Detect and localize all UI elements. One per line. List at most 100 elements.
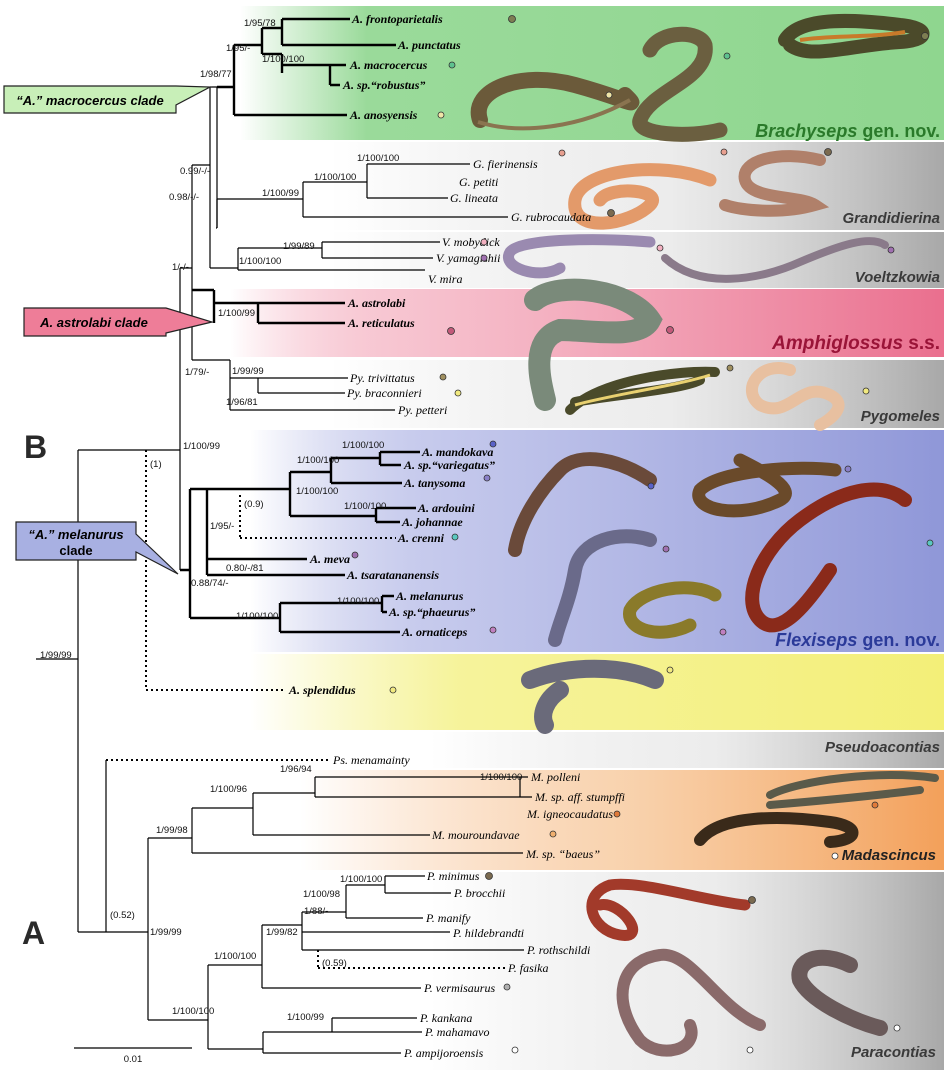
lizard-photo-flexiseps-4 — [623, 581, 722, 639]
lizard-photo-grandidierina-1 — [568, 163, 717, 230]
tip-mira: V. mira — [428, 272, 462, 286]
support-value: 1/100/98 — [303, 889, 340, 900]
tip-fasika: P. fasika — [507, 961, 548, 975]
support-value: 1/99/99 — [150, 927, 182, 938]
dot-meva — [351, 551, 359, 559]
dot-trivittatus — [439, 373, 447, 381]
support-value: 0.98/-/- — [169, 192, 199, 203]
tip-phaeurus: A. sp.“phaeurus” — [388, 605, 475, 619]
tip-kankana: P. kankana — [419, 1011, 472, 1025]
callout-melanurus: “A.” melanurus clade — [15, 521, 179, 575]
callout-astrolabi: A. astrolabi clade — [23, 307, 215, 337]
callout-macrocercus: “A.” macrocercus clade — [3, 85, 213, 114]
tip-mouroundavae: M. mouroundavae — [431, 828, 520, 842]
lizard-photo-madascincus-2 — [694, 812, 859, 848]
dot-photo-5 — [824, 148, 832, 156]
tip-brocchii: P. brocchii — [453, 886, 505, 900]
tip-tanysoma: A. tanysoma — [403, 476, 465, 490]
svg-text:“A.” melanurus: “A.” melanurus — [28, 527, 123, 542]
tip-macrocercus: A. macrocercus — [349, 58, 428, 72]
svg-text:clade: clade — [59, 543, 92, 558]
tip-lineata: G. lineata — [450, 191, 498, 205]
band-label-madascincus: Madascincus — [842, 847, 936, 864]
support-value: 1/79/- — [185, 367, 209, 378]
dot-photo-2 — [723, 52, 731, 60]
band-label-brachyseps: Brachyseps gen. nov. — [755, 121, 940, 141]
dot-splendidus — [389, 686, 397, 694]
dot-photo-18 — [831, 852, 839, 860]
support-value: 1/100/99 — [287, 1012, 324, 1023]
lizard-photo-paracontias-2 — [616, 948, 766, 1057]
tip-melanurus: A. melanurus — [395, 589, 464, 603]
support-value: 1/100/100 — [214, 951, 256, 962]
lizard-photo-flexiseps-3 — [548, 529, 657, 647]
support-value: 1/99/99 — [40, 650, 72, 661]
support-value: 1/96/94 — [280, 764, 312, 775]
dot-photo-4 — [720, 148, 728, 156]
dot-photo-6 — [656, 244, 664, 252]
dot-photo-1 — [605, 91, 613, 99]
support-value: 1/100/100 — [236, 611, 278, 622]
band-label-voeltzkowia: Voeltzkowia — [855, 269, 940, 286]
dot-photo-17 — [871, 801, 879, 809]
tip-rubrocaudata: G. rubrocaudata — [511, 210, 591, 224]
lizard-photo-paracontias-3 — [791, 949, 888, 1036]
lizard-photo-amphiglossus — [524, 278, 663, 411]
tip-mahamavo: P. mahamavo — [424, 1025, 489, 1039]
dot-mouroundavae — [549, 830, 557, 838]
dot-mandokava — [489, 440, 497, 448]
tip-hildebrandti: P. hildebrandti — [452, 926, 524, 940]
tip-yamagishii: V. yamagishii — [436, 251, 500, 265]
support-value: 1/100/100 — [314, 172, 356, 183]
band-label-paracontias: Paracontias — [851, 1044, 936, 1061]
dot-photo-21 — [746, 1046, 754, 1054]
tip-ampijoroensis: P. ampijoroensis — [403, 1046, 484, 1060]
tip-ornaticeps: A. ornaticeps — [401, 625, 468, 639]
lizard-photo-flexiseps-5 — [745, 482, 912, 633]
dot-ornaticeps — [489, 626, 497, 634]
dot-photo-3 — [921, 32, 929, 40]
lizard-photo-splendidus — [521, 659, 664, 734]
dot-photo-8 — [666, 326, 674, 334]
support-value: 1/98/77 — [200, 69, 232, 80]
scale-bar-label: 0.01 — [124, 1054, 143, 1065]
tip-mandokava: A. mandokava — [421, 445, 493, 459]
lizard-photo-madascincus-1 — [766, 771, 939, 809]
support-value: 0.80/-/81 — [226, 563, 264, 574]
dot-photo-11 — [647, 482, 655, 490]
dot-tanysoma — [483, 474, 491, 482]
lizard-photo-flexiseps-1 — [508, 452, 657, 557]
tip-frontoparietalis: A. frontoparietalis — [351, 12, 443, 26]
tip-petteri: Py. petteri — [397, 403, 447, 417]
tip-punctatus: A. punctatus — [397, 38, 461, 52]
support-value: 1/100/100 — [296, 486, 338, 497]
dot-fierinensis — [558, 149, 566, 157]
dot-photo-10 — [862, 387, 870, 395]
tip-fierinensis: G. fierinensis — [473, 157, 538, 171]
support-value: 1/95/78 — [244, 18, 276, 29]
clade-letter-a: A — [22, 915, 45, 951]
tip-vermisaurus: P. vermisaurus — [423, 981, 495, 995]
support-value: 1/100/100 — [172, 1006, 214, 1017]
tip-variegatus: A. sp.“variegatus” — [403, 458, 495, 472]
dot-photo-19 — [748, 896, 756, 904]
dot-photo-7 — [887, 246, 895, 254]
dot-yamagishii — [480, 254, 488, 262]
tip-astrolabi: A. astrolabi — [347, 296, 406, 310]
dot-photo-9 — [726, 364, 734, 372]
support-value: 1/100/100 — [337, 596, 379, 607]
tip-petiti: G. petiti — [459, 175, 498, 189]
band-label-pygomeles: Pygomeles — [861, 408, 940, 425]
dot-mobydick — [480, 238, 488, 246]
dot-photo-13 — [662, 545, 670, 553]
locality-dots — [351, 15, 934, 1054]
lizard-photo-paracontias-1 — [586, 878, 751, 941]
tip-crenni: A. crenni — [397, 531, 445, 545]
support-value: 1/100/100 — [239, 256, 281, 267]
support-values: 1/95/78 1/95/- 1/100/100 1/98/77 0.99/-/… — [40, 18, 522, 1023]
dot-macrocercus — [448, 61, 456, 69]
dot-photo-12 — [844, 465, 852, 473]
support-value: 1/100/100 — [340, 874, 382, 885]
lizard-photo-brachyseps-1 — [470, 71, 640, 131]
